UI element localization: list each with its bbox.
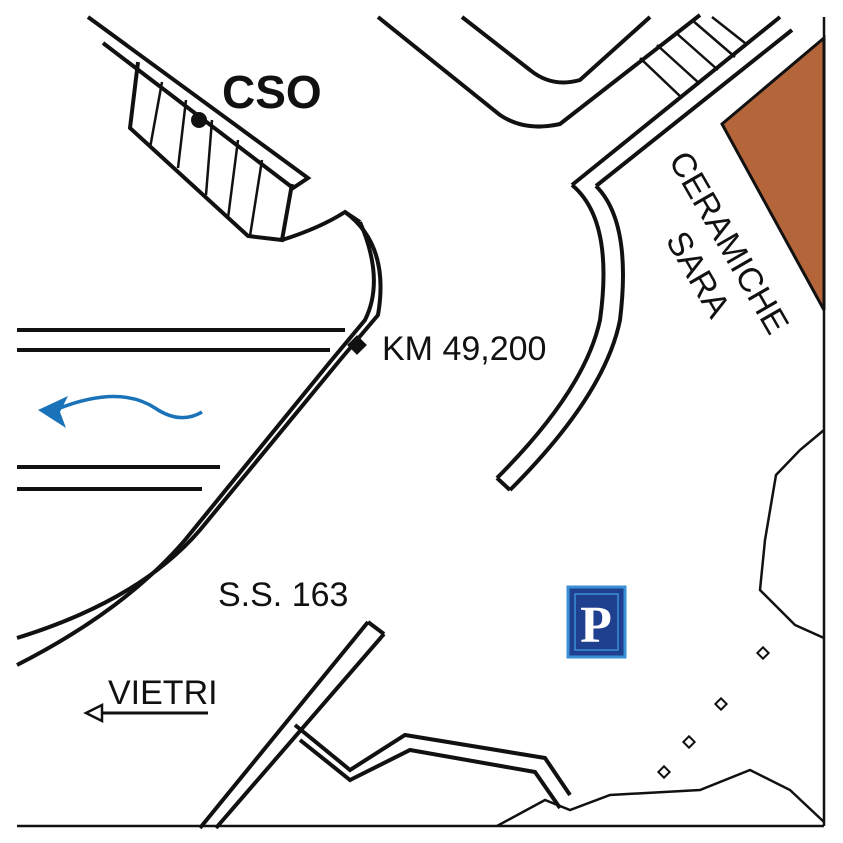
road-left-upper [17,328,345,352]
road-central-curve [16,209,383,667]
road-left-lower [17,465,220,491]
vietri-arrow-icon [83,702,208,724]
road-ss163 [198,620,386,830]
road-name-label: S.S. 163 [218,576,348,614]
parking-letter: P [580,597,612,654]
terrain-outline [496,429,825,828]
road-right-curve [495,183,625,492]
road-right-diagonal [570,15,794,188]
cso-label: CSO [222,66,322,118]
cso-building [86,15,312,243]
km-marker-icon [347,335,367,355]
crosswalk-top [639,16,746,99]
parking-icon [566,585,627,659]
footpath-markers [656,645,771,780]
road-bottom-zigzag [293,723,572,810]
km-marker-label: KM 49,200 [382,330,546,368]
road-top-curve [376,13,702,129]
parking-sign: P [566,585,627,659]
cso-point-icon [191,112,207,128]
vietri-label: VIETRI [108,674,218,712]
water-flow-arrow-icon [38,394,203,428]
